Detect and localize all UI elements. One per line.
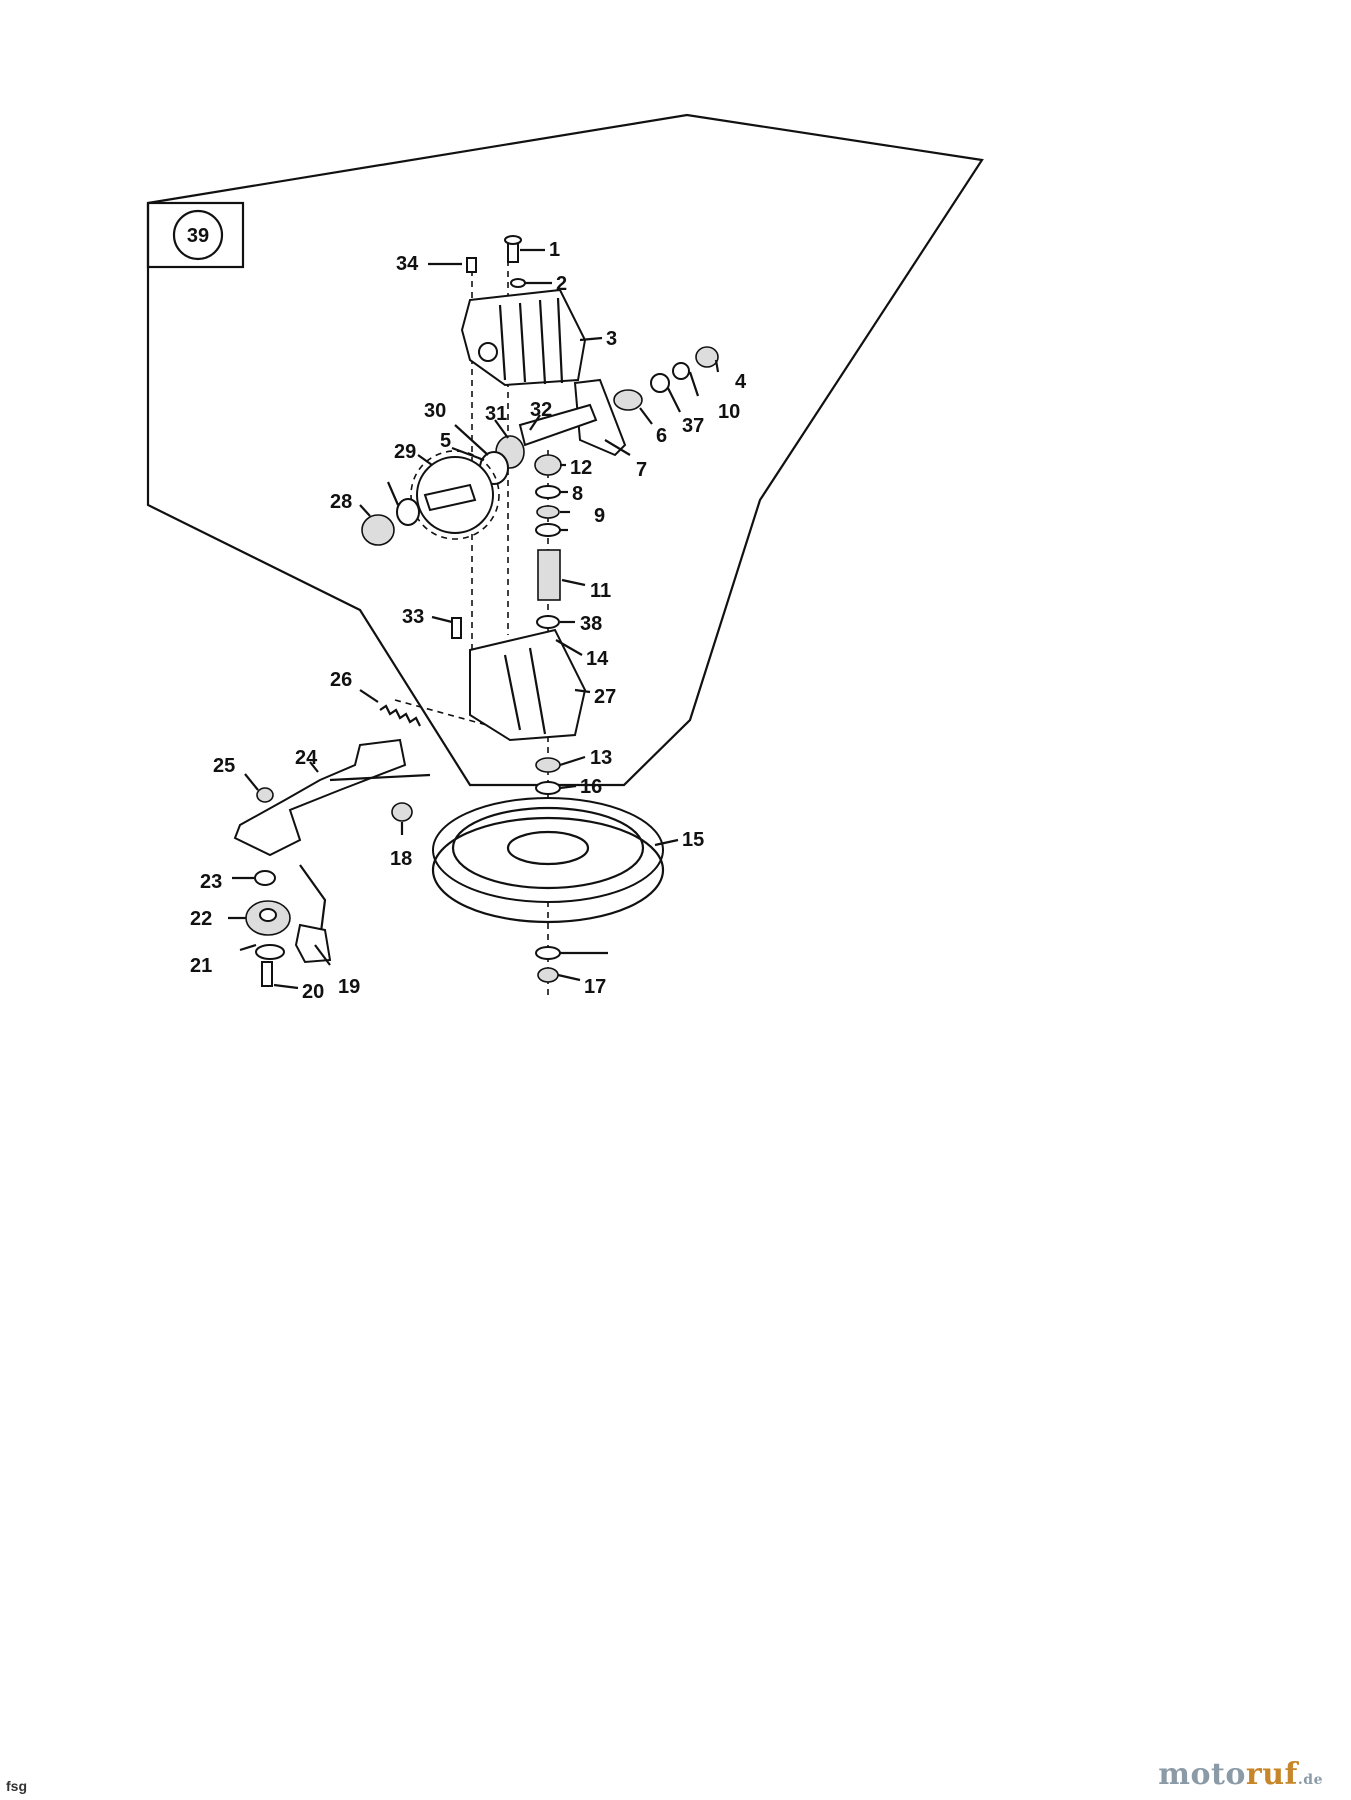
part-label: 7: [636, 459, 647, 481]
part-label: 13: [590, 747, 612, 769]
part-label: 21: [190, 955, 212, 977]
part-label: 38: [580, 613, 602, 635]
part-label: 37: [682, 415, 704, 437]
part-label: 17: [584, 976, 606, 998]
bushing-13: [535, 757, 561, 773]
part-label: 27: [594, 686, 616, 708]
part-labels: 1 2 3 4 5 6 7 8 9 10 11 12 13 14 15 16 1…: [190, 239, 747, 1003]
part-label: 10: [718, 401, 740, 423]
part-label: 6: [656, 425, 667, 447]
part-label: 5: [440, 430, 451, 452]
cable: [299, 773, 431, 941]
part-label: 2: [556, 273, 567, 295]
part-label: 12: [570, 457, 592, 479]
spring-26: [379, 704, 421, 727]
part-label: 3: [606, 328, 617, 350]
screw-33: [451, 617, 462, 639]
part-label: 24: [295, 747, 318, 769]
logo-main: moto: [1158, 1757, 1246, 1792]
brand-logo[interactable]: motoruf.de: [1158, 1757, 1323, 1792]
pulley-15-inner: [451, 806, 645, 890]
washer-8-lower: [535, 523, 561, 537]
callout-box: [146, 201, 245, 269]
part-label: 22: [190, 908, 212, 930]
nut-18: [391, 802, 413, 822]
upper-housing: [460, 288, 587, 387]
pulley-15-hub: [506, 830, 590, 866]
part-label: 20: [302, 981, 324, 1003]
callout-number: 39: [187, 225, 209, 247]
logo-suffix: .de: [1297, 1772, 1323, 1788]
part-label: 18: [390, 848, 412, 870]
gear-29-teeth: [410, 450, 500, 540]
nut-17: [537, 967, 559, 983]
tension-arm-24: [233, 738, 407, 857]
pulley-15-rim: [431, 816, 665, 924]
footer-code: fsg: [6, 1778, 27, 1794]
shaft-32: [518, 403, 598, 447]
part-label: 9: [594, 505, 605, 527]
part-label: 28: [330, 491, 352, 513]
housing-ribs: [498, 297, 564, 385]
part-label: 4: [735, 371, 747, 393]
bushing-6: [613, 389, 643, 411]
washer-9: [536, 505, 560, 519]
washer-2: [510, 278, 526, 288]
bushing-12: [534, 454, 562, 476]
bolt-1-head: [504, 235, 522, 245]
part-label: 30: [424, 400, 446, 422]
part-label: 33: [402, 606, 424, 628]
part-label: 15: [682, 829, 704, 851]
idler-pulley-22-center: [259, 908, 277, 922]
worm-11: [537, 549, 561, 601]
washer-37: [650, 373, 670, 393]
lower-housing-27: [469, 628, 587, 742]
part-label: 11: [590, 580, 611, 602]
part-label: 19: [338, 976, 360, 998]
leader-lines: [228, 248, 720, 990]
callout-circle: [172, 209, 224, 261]
part-label: 16: [580, 776, 602, 798]
bushing-28: [361, 514, 395, 546]
part-label: 23: [200, 871, 222, 893]
housing-hole: [478, 342, 498, 362]
part-label: 1: [549, 239, 560, 261]
nut-25: [256, 787, 274, 803]
part-label: 8: [572, 483, 583, 505]
part-label: 14: [586, 648, 609, 670]
gear-hub: [423, 483, 477, 512]
part-label: 26: [330, 669, 352, 691]
washer-10: [672, 362, 690, 380]
washer-23: [254, 870, 276, 886]
part-label: 29: [394, 441, 416, 463]
washer-21: [255, 944, 285, 960]
part-label: 31: [485, 403, 507, 425]
part-label: 32: [530, 399, 552, 421]
logo-accent: ruf: [1245, 1757, 1298, 1792]
assembly-region-outline: [146, 113, 984, 787]
washer-8-upper: [535, 485, 561, 499]
bolt-20: [261, 961, 273, 987]
part-label: 25: [213, 755, 235, 777]
pulley-15-outer: [432, 797, 664, 903]
part-label: 34: [396, 253, 419, 275]
washer-16-lower: [535, 946, 561, 960]
washer-38: [536, 615, 560, 629]
nut-4: [695, 346, 719, 368]
screw-34: [466, 257, 477, 273]
lower-housing-ribs: [503, 647, 547, 735]
assembly-line: [394, 699, 506, 731]
washer-5-lower: [396, 498, 420, 526]
washer-16-upper: [535, 781, 561, 795]
